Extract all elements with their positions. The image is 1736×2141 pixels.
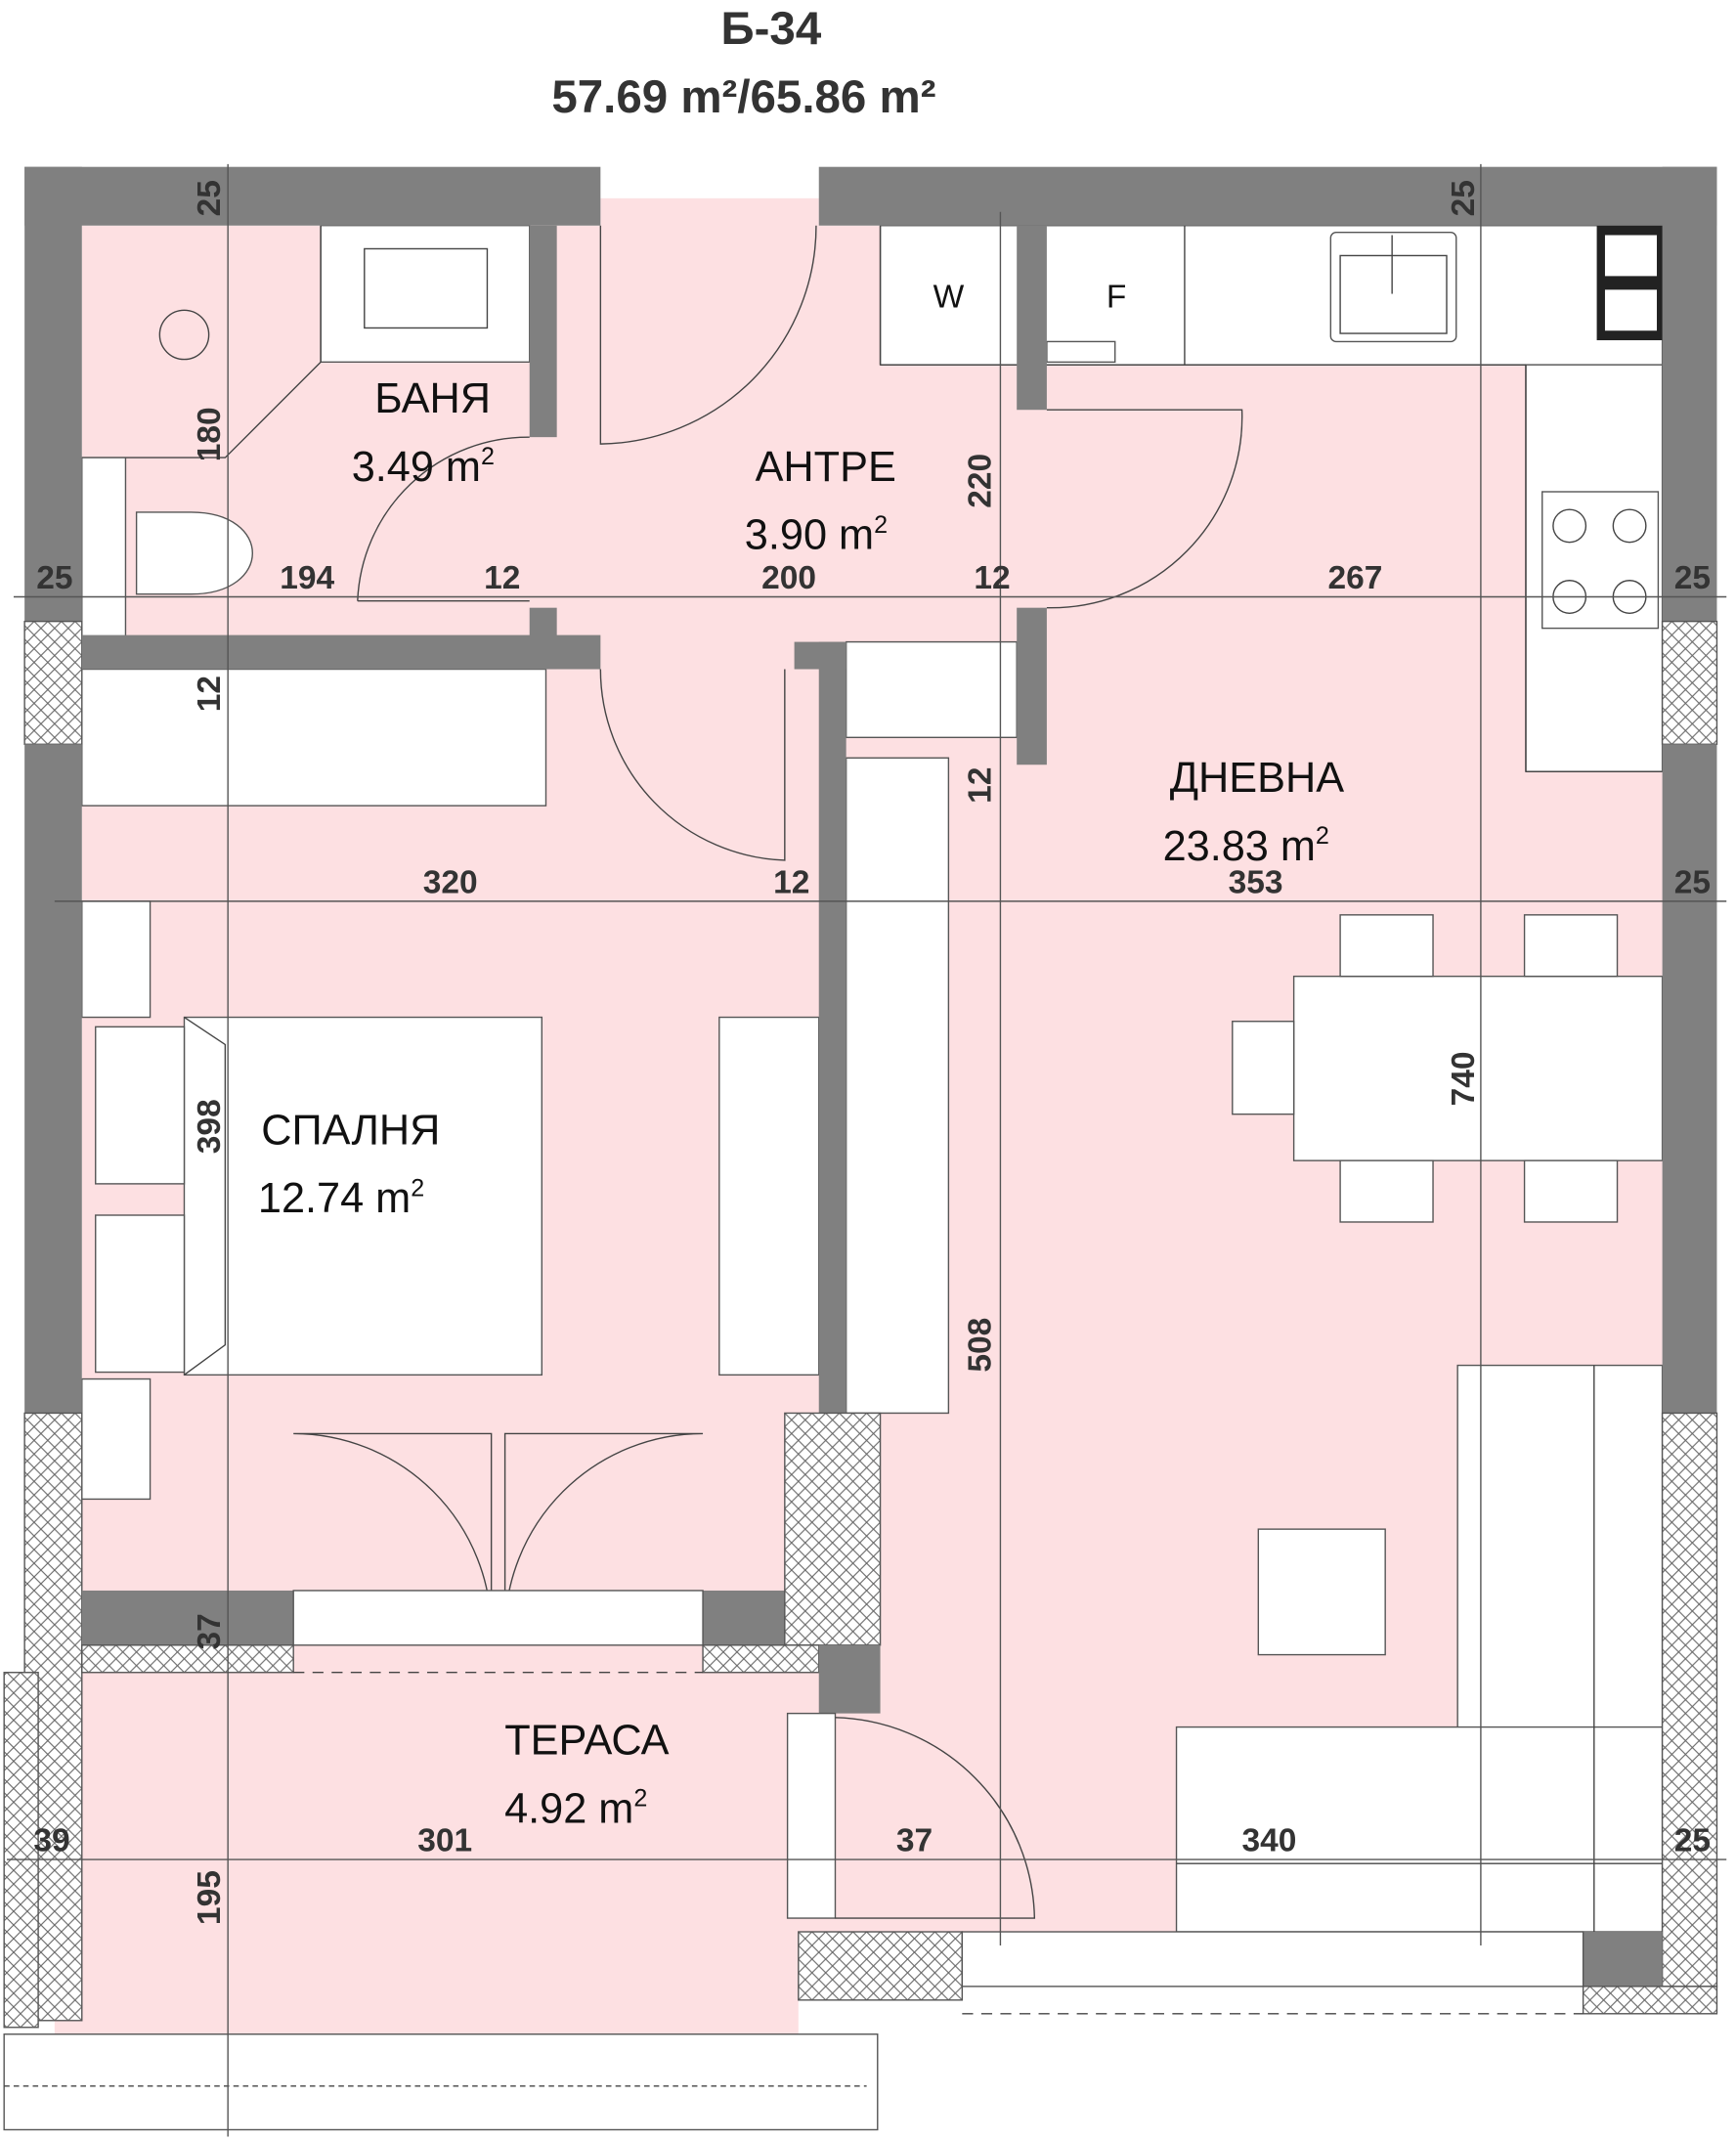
room-name-terrace: ТЕРАСА bbox=[504, 1718, 669, 1765]
dim-label: 200 bbox=[761, 560, 816, 596]
dim-label: 25 bbox=[1674, 560, 1711, 596]
dim-label: 194 bbox=[280, 560, 334, 596]
dim-label: 12 bbox=[974, 560, 1010, 596]
coffee-table-icon bbox=[1257, 1528, 1386, 1656]
dim-label: 508 bbox=[963, 1318, 999, 1373]
dim-label: 340 bbox=[1242, 1823, 1297, 1859]
dim-label: 353 bbox=[1229, 864, 1283, 900]
dim-label: 25 bbox=[1674, 864, 1711, 900]
room-name-bathroom: БАНЯ bbox=[374, 375, 491, 422]
kitchen-sink-icon bbox=[1329, 232, 1457, 343]
washer-icon bbox=[1046, 340, 1116, 364]
room-name-living: ДНЕВНА bbox=[1170, 755, 1345, 802]
dim-label: 25 bbox=[36, 560, 72, 596]
dimension-labels: 25 194 12 200 12 267 25 320 12 353 25 39… bbox=[33, 180, 1711, 1925]
walls bbox=[3, 166, 1718, 2029]
dim-label: 25 bbox=[1674, 1823, 1711, 1859]
dim-label: 39 bbox=[33, 1823, 69, 1859]
dim-label: 12 bbox=[192, 676, 228, 712]
dim-label: 12 bbox=[963, 767, 999, 804]
fridge-label: F bbox=[1107, 280, 1126, 316]
dim-label: 740 bbox=[1446, 1051, 1482, 1106]
room-area-bathroom: 3.49 m2 bbox=[352, 443, 495, 491]
room-area-terrace: 4.92 m2 bbox=[504, 1785, 647, 1833]
room-area-living: 23.83 m2 bbox=[1163, 822, 1329, 870]
dining-table-icon bbox=[1292, 975, 1664, 1161]
room-labels: БАНЯ 3.49 m2 АНТРЕ 3.90 m2 ДНЕВНА 23.83 … bbox=[258, 375, 1344, 1832]
washbasin-icon bbox=[364, 247, 489, 329]
bed-icon bbox=[183, 1016, 542, 1376]
doors-windows bbox=[3, 225, 1584, 2131]
shower-icon bbox=[158, 309, 210, 361]
dim-label: 12 bbox=[773, 864, 809, 900]
unit-title: Б-34 bbox=[721, 3, 822, 55]
toilet-icon bbox=[135, 511, 253, 595]
dim-label: 37 bbox=[192, 1613, 228, 1649]
dim-label: 320 bbox=[423, 864, 478, 900]
room-area-bedroom: 12.74 m2 bbox=[258, 1174, 424, 1222]
window bbox=[961, 1931, 1584, 1988]
dim-label: 195 bbox=[192, 1870, 228, 1925]
stove-icon bbox=[1541, 491, 1660, 630]
room-area-hall: 3.90 m2 bbox=[745, 511, 888, 559]
bedroom-furniture bbox=[81, 640, 1018, 1501]
bathroom-fixtures bbox=[81, 225, 531, 640]
balcony-railing bbox=[3, 2033, 879, 2131]
living-furniture bbox=[1175, 914, 1664, 1933]
room-name-hall: АНТРЕ bbox=[756, 444, 896, 491]
dim-label: 301 bbox=[417, 1823, 472, 1859]
dim-label: 180 bbox=[192, 407, 228, 461]
dim-label: 267 bbox=[1327, 560, 1382, 596]
dim-label: 12 bbox=[484, 560, 520, 596]
dim-label: 37 bbox=[896, 1823, 933, 1859]
dimension-lines bbox=[6, 163, 1727, 2137]
dim-label: 25 bbox=[1446, 180, 1482, 216]
dresser-icon bbox=[718, 1016, 820, 1376]
unit-areas: 57.69 m²/65.86 m² bbox=[551, 71, 935, 123]
dim-label: 398 bbox=[192, 1099, 228, 1154]
dim-label: 220 bbox=[963, 454, 999, 508]
dim-label: 25 bbox=[192, 180, 228, 216]
washer-label: W bbox=[933, 280, 965, 316]
room-name-bedroom: СПАЛНЯ bbox=[261, 1107, 440, 1154]
